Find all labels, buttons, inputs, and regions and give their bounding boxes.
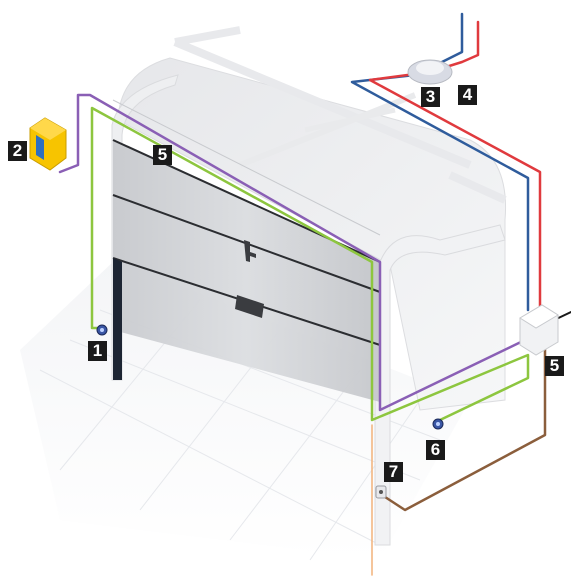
photocell-icon — [432, 418, 444, 430]
wire-purple — [58, 93, 527, 412]
door-handle — [244, 240, 256, 262]
ceiling-track — [117, 26, 507, 411]
door-vent — [235, 295, 264, 318]
label-radio-receiver: 4 — [458, 85, 477, 105]
label-control-box: 5 — [545, 356, 564, 376]
motor-icon — [407, 59, 453, 85]
wire-brown — [380, 343, 547, 512]
label-wall-switch: 5 — [153, 145, 172, 165]
label-photocell-inner: 1 — [88, 341, 107, 361]
label-opener: 3 — [421, 87, 440, 107]
wire-green — [90, 106, 530, 422]
photocell-icon — [96, 324, 108, 336]
label-key-switch: 7 — [384, 462, 403, 482]
flashing-light-icon — [29, 117, 67, 171]
garage-door — [112, 99, 381, 402]
label-photocell-outer: 6 — [426, 440, 445, 460]
label-flashing-light: 2 — [8, 141, 27, 161]
control-box-icon — [519, 304, 559, 356]
key-switch-icon — [375, 485, 387, 499]
